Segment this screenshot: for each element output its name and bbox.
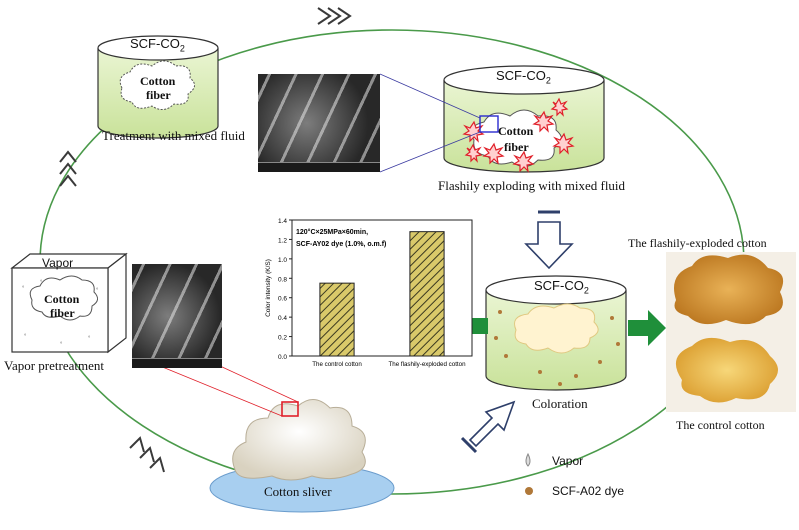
vapor-box-label: Vapor: [42, 256, 74, 270]
svg-text:°: °: [88, 336, 91, 342]
svg-text:°: °: [96, 288, 99, 294]
chart-annotation-line1: 120°C×25MPa×60min,: [296, 228, 368, 236]
sem-image-vapor: [132, 264, 222, 368]
vapor-box: [10, 252, 128, 354]
flow-arrow-bottom-right-icon: [460, 400, 516, 454]
chevron-left-top-icon: [59, 150, 77, 187]
dye-particle-icon: [525, 487, 533, 495]
explode-vessel: [443, 65, 605, 173]
explode-vessel-label: SCF-CO2: [496, 68, 551, 86]
y-tick-label: 1.4: [278, 218, 287, 225]
svg-text:°: °: [24, 334, 27, 340]
vapor-cotton-label: Cotton: [44, 292, 80, 306]
y-tick-label: 0.6: [278, 296, 287, 303]
y-tick-label: 0.2: [278, 335, 287, 342]
treatment-caption: Treatment with mixed fluid: [102, 128, 245, 143]
svg-text:°: °: [40, 280, 43, 286]
vapor-dots: ° ° ° ° ° °: [22, 280, 99, 348]
chevron-left-bottom-icon: [129, 436, 165, 473]
cotton-sliver-image: [232, 399, 366, 481]
chevron-top-icon: [317, 7, 352, 25]
sliver-caption: Cotton sliver: [264, 484, 332, 499]
legend-dye-label: SCF-A02 dye: [552, 484, 625, 498]
svg-text:°: °: [60, 342, 63, 348]
flashily-exploded-sample: [674, 254, 784, 325]
vapor-fiber-label: fiber: [50, 306, 75, 320]
x-tick-label: The control cotton: [312, 361, 362, 368]
coloration-vessel: [485, 275, 627, 391]
treatment-vessel: [97, 35, 219, 139]
coloration-vessel-label: SCF-CO2: [534, 278, 589, 296]
cotton-cloud: [119, 60, 195, 110]
legend-vapor-label: Vapor: [552, 454, 584, 468]
explode-cotton-label: Cotton: [498, 124, 534, 138]
y-tick-label: 1.0: [278, 257, 287, 264]
y-axis-label: Color intensity (K/S): [265, 259, 272, 317]
sem-image-exploded: [258, 74, 380, 172]
control-sample: [675, 337, 778, 403]
vapor-droplet-icon: [525, 452, 531, 467]
x-tick-label: The flashily-exploded cotton: [388, 361, 466, 368]
chart-annotation-line2: SCF-AY02 dye (1.0%, o.m.f): [296, 241, 386, 248]
y-tick-label: 0.4: [278, 315, 287, 322]
treatment-cotton-label: Cotton: [140, 74, 176, 88]
flashily-exploded-label: The flashily-exploded cotton: [628, 236, 767, 250]
bar: [319, 282, 355, 357]
y-tick-label: 0.0: [278, 354, 287, 361]
treatment-vessel-label: SCF-CO2: [130, 36, 185, 54]
green-arrow-right-icon: [628, 310, 666, 346]
svg-text:°: °: [22, 286, 25, 292]
y-tick-label: 0.8: [278, 276, 287, 283]
flow-arrow-down-icon: [524, 210, 574, 270]
explode-fiber-label: fiber: [504, 140, 529, 154]
y-tick-label: 1.2: [278, 237, 287, 244]
sem-scale-bar: [258, 162, 380, 172]
explode-caption: Flashily exploding with mixed fluid: [438, 178, 626, 193]
control-cotton-label: The control cotton: [676, 418, 765, 432]
sem-scale-bar: [132, 358, 222, 368]
vapor-caption: Vapor pretreatment: [4, 358, 104, 373]
bar: [409, 231, 445, 357]
coloration-caption: Coloration: [532, 396, 588, 411]
treatment-fiber-label: fiber: [146, 88, 171, 102]
